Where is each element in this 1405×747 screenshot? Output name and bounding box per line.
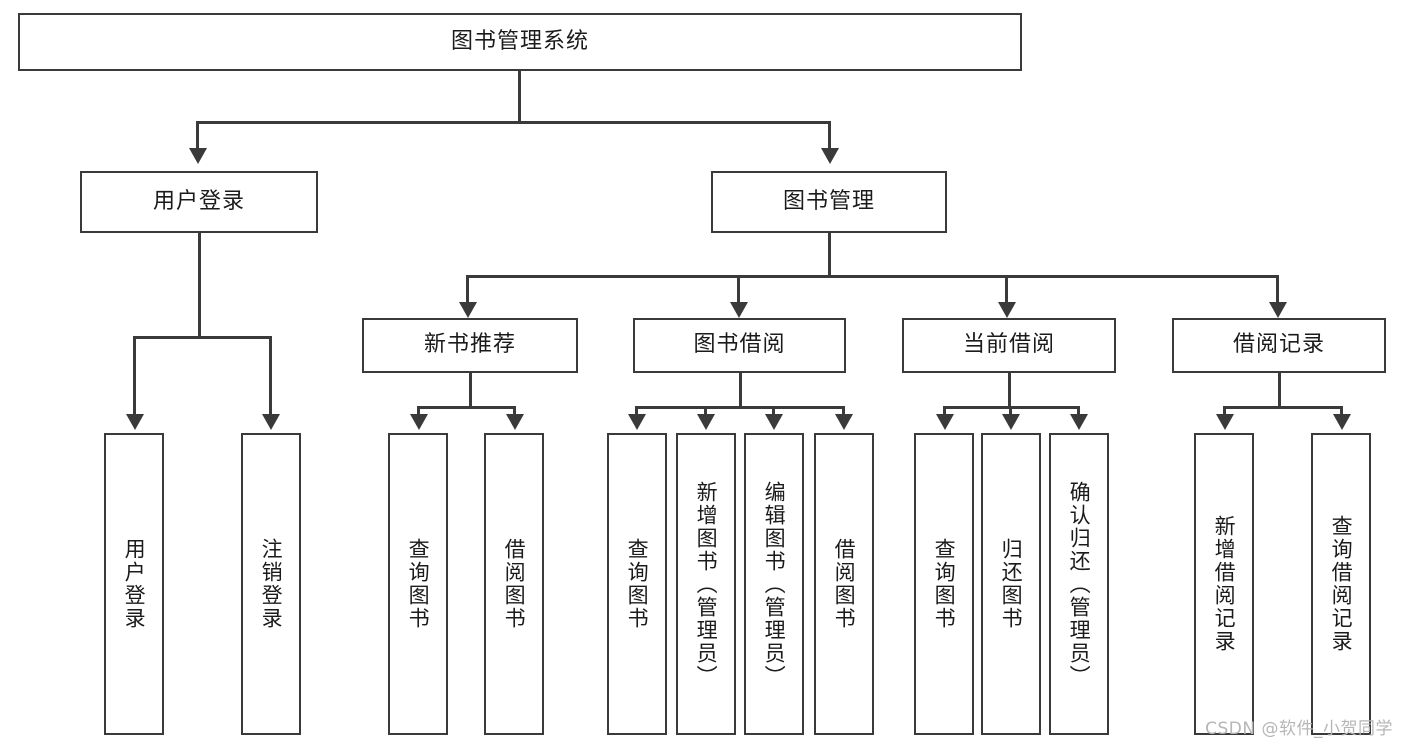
edge-root-to-user-login	[196, 121, 199, 150]
leaf-newbook-borrow-books[interactable]: 借阅图书	[484, 433, 544, 735]
node-label: 查询图书	[406, 538, 431, 630]
leaf-record-add-record[interactable]: 新增借阅记录	[1194, 433, 1254, 735]
arrow-current-borrow-leaf-3	[1070, 414, 1088, 430]
node-label: 用户登录	[122, 538, 147, 630]
edge-book-borrow-bus	[635, 406, 845, 409]
arrow-borrow-record-leaf-1	[1216, 414, 1234, 430]
edge-user-login-bus	[133, 336, 272, 339]
edge-book-borrow-drop-1	[635, 406, 638, 416]
edge-user-login-stem	[198, 233, 201, 337]
edge-borrow-record-drop-1	[1223, 406, 1226, 416]
leaf-newbook-query-books[interactable]: 查询图书	[388, 433, 448, 735]
node-label: 查询借阅记录	[1329, 515, 1354, 653]
arrow-borrow-record-leaf-2	[1333, 414, 1351, 430]
leaf-user-login[interactable]: 用户登录	[104, 433, 164, 735]
arrow-to-new-book	[459, 302, 477, 318]
arrow-current-borrow-leaf-1	[936, 414, 954, 430]
node-label: 图书管理	[782, 188, 875, 214]
edge-new-book-drop-1	[417, 406, 420, 416]
node-label: 新增借阅记录	[1212, 515, 1237, 653]
node-label: 借阅记录	[1232, 332, 1325, 358]
arrow-current-borrow-leaf-2	[1002, 414, 1020, 430]
node-root-system[interactable]: 图书管理系统	[18, 13, 1022, 71]
arrow-new-book-leaf-2	[506, 414, 524, 430]
arrow-to-current-borrow	[998, 302, 1016, 318]
node-label: 归还图书	[999, 538, 1024, 630]
leaf-current-return-books[interactable]: 归还图书	[981, 433, 1041, 735]
leaf-borrow-edit-book-admin[interactable]: 编辑图书（管理员）	[744, 433, 804, 735]
node-label: 编辑图书（管理员）	[762, 480, 787, 688]
arrow-new-book-leaf-1	[410, 414, 428, 430]
edge-new-book-stem	[469, 373, 472, 408]
edge-book-mgmt-drop-3	[1005, 275, 1008, 304]
edge-book-borrow-drop-3	[772, 406, 775, 416]
edge-root-to-book-mgmt	[828, 121, 831, 150]
edge-book-mgmt-drop-2	[737, 275, 740, 304]
node-user-login[interactable]: 用户登录	[80, 171, 318, 233]
arrow-to-borrow-record	[1269, 302, 1287, 318]
arrow-user-login-leaf-2	[262, 414, 280, 430]
edge-book-mgmt-drop-4	[1276, 275, 1279, 304]
edge-root-stem	[518, 71, 521, 121]
node-label: 用户登录	[152, 188, 245, 214]
arrow-to-user-login	[189, 148, 207, 164]
leaf-borrow-query-books[interactable]: 查询图书	[607, 433, 667, 735]
leaf-borrow-add-book-admin[interactable]: 新增图书（管理员）	[676, 433, 736, 735]
edge-book-mgmt-bus	[466, 275, 1279, 278]
edge-book-borrow-drop-2	[704, 406, 707, 416]
node-label: 新书推荐	[423, 332, 516, 358]
node-label: 当前借阅	[962, 332, 1055, 358]
node-label: 查询图书	[625, 538, 650, 630]
edge-book-borrow-stem	[739, 373, 742, 408]
node-label: 确认归还（管理员）	[1067, 480, 1092, 688]
edge-current-borrow-stem	[1008, 373, 1011, 408]
leaf-user-logout[interactable]: 注销登录	[241, 433, 301, 735]
edge-borrow-record-drop-2	[1340, 406, 1343, 416]
node-label: 注销登录	[259, 538, 284, 630]
edge-book-mgmt-drop-1	[466, 275, 469, 304]
node-new-book-recommend[interactable]: 新书推荐	[362, 318, 578, 373]
node-current-borrow[interactable]: 当前借阅	[902, 318, 1116, 373]
arrow-book-borrow-leaf-2	[697, 414, 715, 430]
arrow-to-book-mgmt	[821, 148, 839, 164]
node-borrow-record[interactable]: 借阅记录	[1172, 318, 1386, 373]
arrow-book-borrow-leaf-3	[765, 414, 783, 430]
edge-current-borrow-drop-3	[1077, 406, 1080, 416]
node-book-borrow[interactable]: 图书借阅	[633, 318, 846, 373]
edge-new-book-bus	[417, 406, 516, 409]
edge-borrow-record-stem	[1278, 373, 1281, 408]
edge-root-bus	[196, 121, 831, 124]
node-label: 新增图书（管理员）	[694, 480, 719, 688]
edge-borrow-record-bus	[1223, 406, 1342, 409]
edge-current-borrow-drop-1	[943, 406, 946, 416]
node-label: 查询图书	[932, 538, 957, 630]
edge-new-book-drop-2	[513, 406, 516, 416]
edge-user-login-drop-2	[269, 336, 272, 416]
arrow-book-borrow-leaf-1	[628, 414, 646, 430]
arrow-user-login-leaf-1	[126, 414, 144, 430]
leaf-current-confirm-return-admin[interactable]: 确认归还（管理员）	[1049, 433, 1109, 735]
node-book-management[interactable]: 图书管理	[711, 171, 947, 233]
node-label: 图书管理系统	[450, 28, 589, 54]
node-label: 图书借阅	[693, 332, 786, 358]
leaf-current-query-books[interactable]: 查询图书	[914, 433, 974, 735]
edge-book-mgmt-stem	[828, 233, 831, 276]
node-label: 借阅图书	[832, 538, 857, 630]
node-label: 借阅图书	[502, 538, 527, 630]
edge-book-borrow-drop-4	[842, 406, 845, 416]
arrow-book-borrow-leaf-4	[835, 414, 853, 430]
leaf-record-query-record[interactable]: 查询借阅记录	[1311, 433, 1371, 735]
arrow-to-book-borrow	[730, 302, 748, 318]
edge-user-login-drop-1	[133, 336, 136, 416]
edge-current-borrow-drop-2	[1009, 406, 1012, 416]
leaf-borrow-borrow-books[interactable]: 借阅图书	[814, 433, 874, 735]
